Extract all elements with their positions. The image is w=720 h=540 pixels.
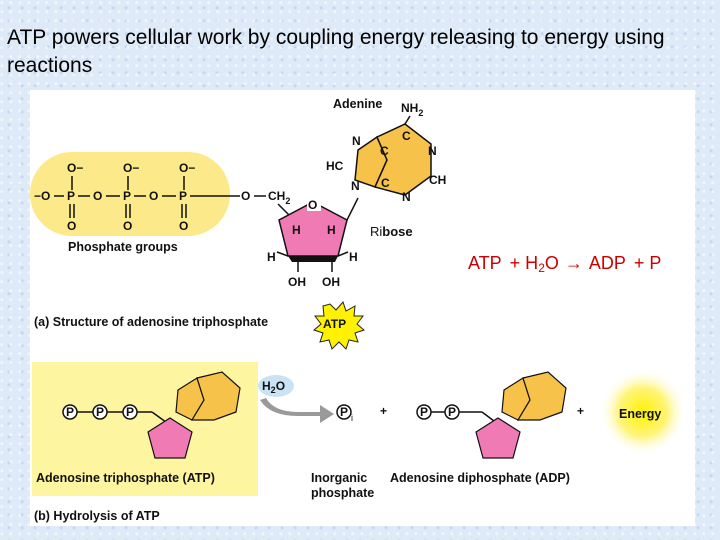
water-label: H2O <box>262 379 285 395</box>
atom-linker-o: O <box>241 189 250 203</box>
atom-o-double-3: O <box>179 219 188 233</box>
atom-ring-c1: C <box>402 129 411 143</box>
adp-ribose <box>475 417 521 459</box>
phosphate-groups-label: Phosphate groups <box>68 240 178 254</box>
atp-badge-starburst <box>313 301 365 350</box>
atom-h-right: H <box>349 250 358 264</box>
atp-label: Adenosine triphosphate (ATP) <box>36 471 215 485</box>
atom-ring-h-2: H <box>327 223 336 237</box>
atom-ch2: CH2 <box>268 189 290 206</box>
atom-o-minus-3: O− <box>179 161 195 175</box>
water-bubble <box>258 375 294 397</box>
phosphate-chain: O− O− O− −O P O P O P O O O <box>34 161 240 233</box>
atp-phosphate-1: P <box>66 405 74 419</box>
atp-diagram: O− O− O− −O P O P O P O O O Phosphate gr… <box>30 97 687 523</box>
atom-ring-n4: N <box>402 190 411 204</box>
adp-phosphate-2: P <box>448 405 456 419</box>
hydrolysis-arrow <box>260 398 334 423</box>
energy-glow <box>599 368 687 456</box>
atom-ring-hc: HC <box>326 159 344 173</box>
inorganic-label-2: phosphate <box>311 486 374 500</box>
adp-molecule: P P <box>416 371 567 459</box>
atom-oh-2: OH <box>322 275 340 289</box>
atp-ribose <box>147 417 193 459</box>
atom-ring-n1: N <box>352 134 361 148</box>
atp-phosphate-2: P <box>96 405 104 419</box>
adenine-hexagon <box>373 123 432 196</box>
inorganic-phosphate: P <box>340 405 348 419</box>
atom-ring-o: O <box>308 198 317 212</box>
atp-molecule: P P P <box>62 371 241 459</box>
atp-figure: O− O− O− −O P O P O P O O O Phosphate gr… <box>30 90 695 526</box>
atom-ring-h-1: H <box>292 223 301 237</box>
phosphate-groups-shading <box>30 152 230 236</box>
adp-label: Adenosine diphosphate (ADP) <box>390 471 570 485</box>
atp-phosphate-3: P <box>126 405 134 419</box>
atom-p-3: P <box>179 189 187 203</box>
atom-p-1: P <box>67 189 75 203</box>
adp-phosphate-1: P <box>420 405 428 419</box>
atom-minus-o: −O <box>34 189 50 203</box>
atom-p-2: P <box>123 189 131 203</box>
adenine-label: Adenine <box>333 97 382 111</box>
adp-adenine-hex <box>516 371 567 421</box>
caption-a: (a) Structure of adenosine triphosphate <box>34 315 268 329</box>
atom-o-bridge-1: O <box>93 189 102 203</box>
plus-sign-1: + <box>380 404 387 418</box>
atom-o-double-2: O <box>123 219 132 233</box>
atom-ring-c3: C <box>381 176 390 190</box>
atom-ring-n2: N <box>428 144 437 158</box>
atom-nh2: NH2 <box>401 101 423 118</box>
atom-o-minus-1: O− <box>67 161 83 175</box>
atom-ring-ch: CH <box>429 173 446 187</box>
atp-adenine-hex <box>190 371 241 421</box>
inorganic-label-1: Inorganic <box>311 471 367 485</box>
caption-b: (b) Hydrolysis of ATP <box>34 509 160 523</box>
energy-label: Energy <box>619 407 661 421</box>
atom-o-double-1: O <box>67 219 76 233</box>
atom-ring-c2: C <box>380 144 389 158</box>
plus-sign-2: + <box>577 404 584 418</box>
reaction-equation: ATP+ H2O→ADP+ P <box>468 253 661 275</box>
atom-h-left: H <box>267 250 276 264</box>
ribose-label: Ribose <box>370 224 413 239</box>
slide-title: ATP powers cellular work by coupling ene… <box>7 26 665 77</box>
atom-o-minus-2: O− <box>123 161 139 175</box>
atp-badge: ATP <box>323 317 346 331</box>
inorganic-phosphate-sub: i <box>351 413 353 423</box>
atom-oh-1: OH <box>288 275 306 289</box>
atom-ring-n3: N <box>351 179 360 193</box>
atom-o-bridge-2: O <box>149 189 158 203</box>
